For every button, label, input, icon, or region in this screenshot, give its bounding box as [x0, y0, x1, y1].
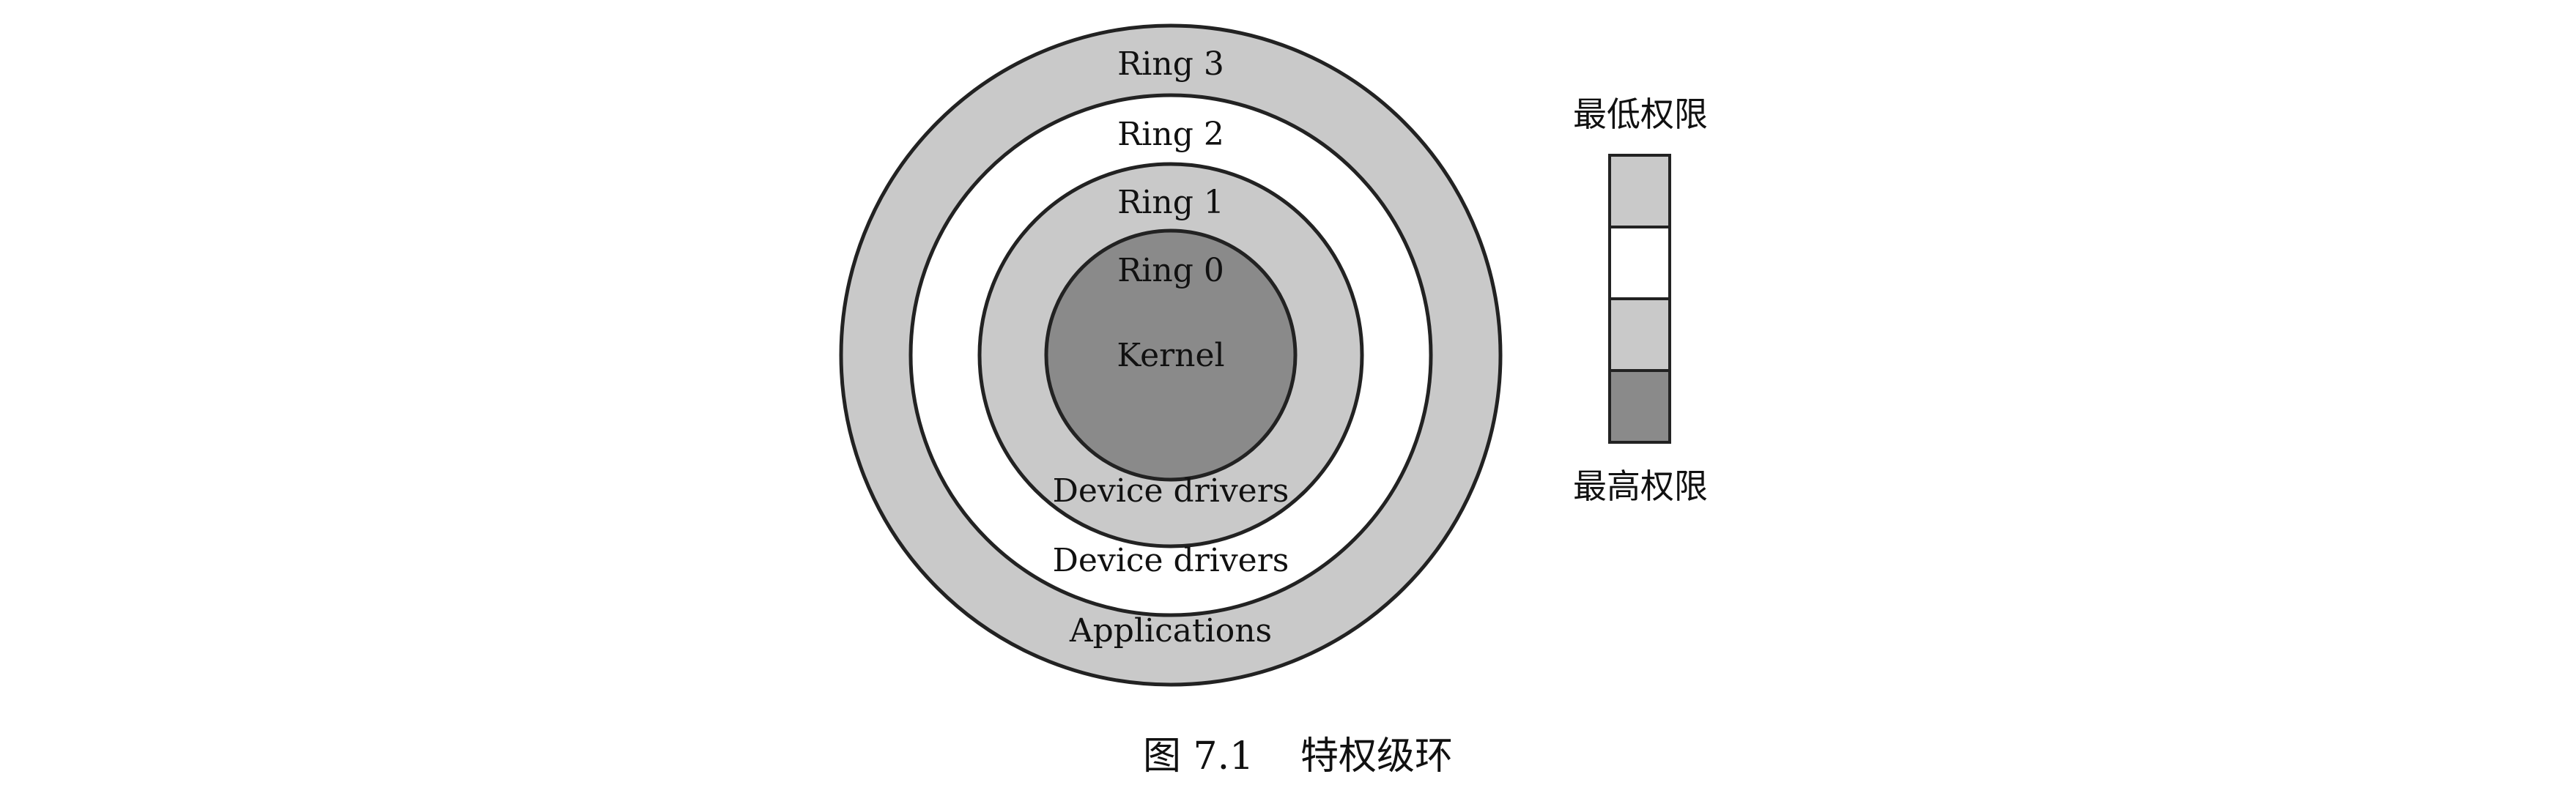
ring1-label: Ring 1 — [1117, 184, 1224, 221]
ring1-role-label: Device drivers — [1053, 472, 1289, 510]
figure-caption: 图 7.1 特权级环 — [1143, 734, 1453, 778]
legend-swatch-ring1 — [1608, 297, 1671, 372]
ring-labels: Ring 3 Ring 2 Ring 1 Ring 0 Kernel Devic… — [1053, 45, 1289, 650]
caption-title: 特权级环 — [1300, 734, 1453, 778]
ring0-circle — [1044, 228, 1298, 482]
ring2-label: Ring 2 — [1117, 116, 1224, 153]
rings-group — [839, 23, 1503, 687]
privilege-legend: 最低权限 最高权限 — [1573, 94, 1708, 506]
caption-number: 图 7.1 — [1143, 734, 1254, 778]
legend-swatch-ring2 — [1608, 226, 1671, 300]
ring0-role-label: Kernel — [1117, 337, 1224, 374]
legend-top-label: 最低权限 — [1573, 94, 1708, 134]
ring2-role-label: Device drivers — [1053, 542, 1289, 579]
legend-bottom-label: 最高权限 — [1573, 466, 1708, 506]
ring0-label: Ring 0 — [1117, 252, 1224, 289]
ring3-role-label: Applications — [1069, 612, 1272, 650]
legend-swatch-ring3 — [1608, 154, 1671, 228]
ring3-label: Ring 3 — [1117, 45, 1224, 83]
legend-swatch-ring0 — [1608, 369, 1671, 444]
